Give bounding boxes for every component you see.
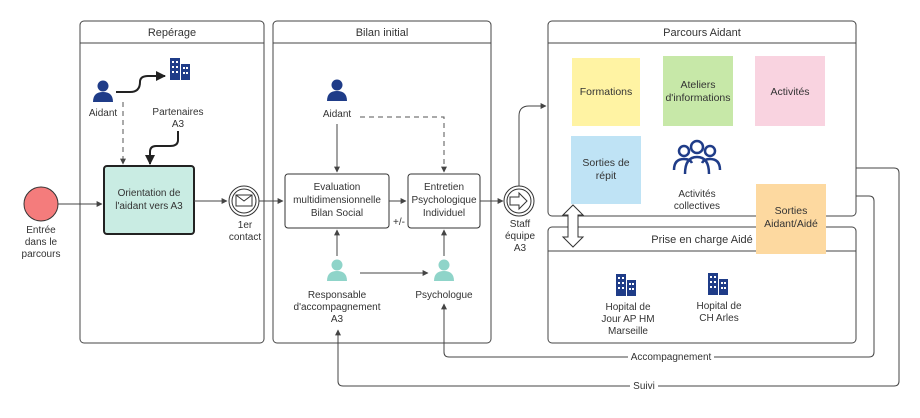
arrow-right-icon <box>509 191 528 211</box>
hopital-marseille-label-2: Jour AP HM <box>601 314 654 325</box>
contact-event: 1er contact <box>228 185 261 243</box>
pool-title-reperage: Repérage <box>148 27 196 39</box>
responsable-label-2: d'accompagnement <box>294 302 381 313</box>
sorties-repit-label-2: répit <box>596 170 617 182</box>
hopital-arles-label-2: CH Arles <box>699 313 738 324</box>
evaluation-label-1: Evaluation <box>314 182 361 193</box>
entretien-task: Entretien Psychologique Individuel <box>407 173 481 229</box>
hopital-arles-label-1: Hopital de <box>696 301 741 312</box>
note-ateliers: Ateliers d'informations <box>663 56 733 126</box>
activites-collectives: Activités collectives <box>672 139 722 212</box>
formations-label: Formations <box>580 86 633 98</box>
contact-label-1: 1er <box>238 220 253 231</box>
pool-title-parcours: Parcours Aidant <box>663 27 741 39</box>
bilan-aidant-label: Aidant <box>323 109 352 120</box>
orientation-task: Orientation de l'aidant vers A3 <box>103 165 195 235</box>
accompagnement-label: Accompagnement <box>631 352 712 363</box>
start-label-3: parcours <box>22 249 61 260</box>
reperage-partenaires: Partenaires A3 <box>152 58 204 130</box>
start-label-2: dans le <box>25 237 58 248</box>
activites-collectives-label-1: Activités <box>678 189 715 200</box>
reperage-aidant: Aidant <box>89 80 118 119</box>
orientation-label-1: Orientation de <box>118 188 181 199</box>
hopital-marseille: Hopital de Jour AP HM Marseille <box>601 274 655 337</box>
contact-label-2: contact <box>229 232 261 243</box>
arrow-partenaires-orientation <box>145 131 179 165</box>
arrow-staff-parcours <box>518 103 547 186</box>
staff-event: Staff équipe A3 <box>503 185 535 254</box>
arrow-aidant-entretien <box>360 116 447 173</box>
staff-label-1: Staff <box>510 219 531 230</box>
entretien-label-2: Psychologique <box>411 195 476 206</box>
reperage-aidant-label: Aidant <box>89 108 118 119</box>
activites-label: Activités <box>770 86 809 98</box>
activites-collectives-label-2: collectives <box>674 201 720 212</box>
hopital-arles: Hopital de CH Arles <box>696 273 742 324</box>
staff-label-3: A3 <box>514 243 527 254</box>
responsable-label-1: Responsable <box>308 290 367 301</box>
evaluation-task: Evaluation multidimensionnelle Bilan Soc… <box>284 173 390 229</box>
hopital-marseille-label-1: Hopital de <box>605 302 650 313</box>
arrow-aidant-partenaires <box>116 71 166 93</box>
entretien-label-3: Individuel <box>423 208 465 219</box>
partenaires-label-1: Partenaires <box>152 107 203 118</box>
bilan-aidant: Aidant <box>323 79 352 120</box>
ateliers-label-1: Ateliers <box>680 79 715 91</box>
evaluation-label-3: Bilan Social <box>311 208 363 219</box>
staff-label-2: équipe <box>505 231 535 242</box>
note-formations: Formations <box>572 58 640 126</box>
responsable-label-3: A3 <box>331 314 344 325</box>
hopital-marseille-label-3: Marseille <box>608 326 648 337</box>
start-event: Entrée dans le parcours <box>22 186 61 260</box>
note-sorties-repit: Sorties de répit <box>571 136 641 204</box>
double-arrow-icon <box>561 204 585 248</box>
sorties-repit-label-1: Sorties de <box>582 157 629 169</box>
pool-title-prise: Prise en charge Aidé <box>651 234 753 246</box>
sorties-aidant-label-2: Aidant/Aidé <box>764 218 818 230</box>
psychologue: Psychologue <box>415 259 473 301</box>
partenaires-label-2: A3 <box>172 119 185 130</box>
pool-title-bilan: Bilan initial <box>356 27 409 39</box>
note-sorties-aidant: Sorties Aidant/Aidé <box>756 184 826 254</box>
entretien-label-1: Entretien <box>424 182 464 193</box>
ateliers-label-2: d'informations <box>665 92 730 104</box>
flow-suivi <box>335 167 900 387</box>
pool-prise: Prise en charge Aidé <box>547 226 857 344</box>
psychologue-label: Psychologue <box>415 290 473 301</box>
orientation-label-2: l'aidant vers A3 <box>115 201 183 212</box>
sorties-aidant-label-1: Sorties <box>775 205 808 217</box>
start-label-1: Entrée <box>26 225 56 236</box>
evaluation-label-2: multidimensionnelle <box>293 195 381 206</box>
plusminus-label: +/- <box>393 217 405 228</box>
note-activites: Activités <box>755 56 825 126</box>
flow-accompagnement <box>441 195 875 358</box>
group-people-icon <box>672 139 722 175</box>
suivi-label: Suivi <box>633 381 655 392</box>
responsable: Responsable d'accompagnement A3 <box>294 259 381 325</box>
